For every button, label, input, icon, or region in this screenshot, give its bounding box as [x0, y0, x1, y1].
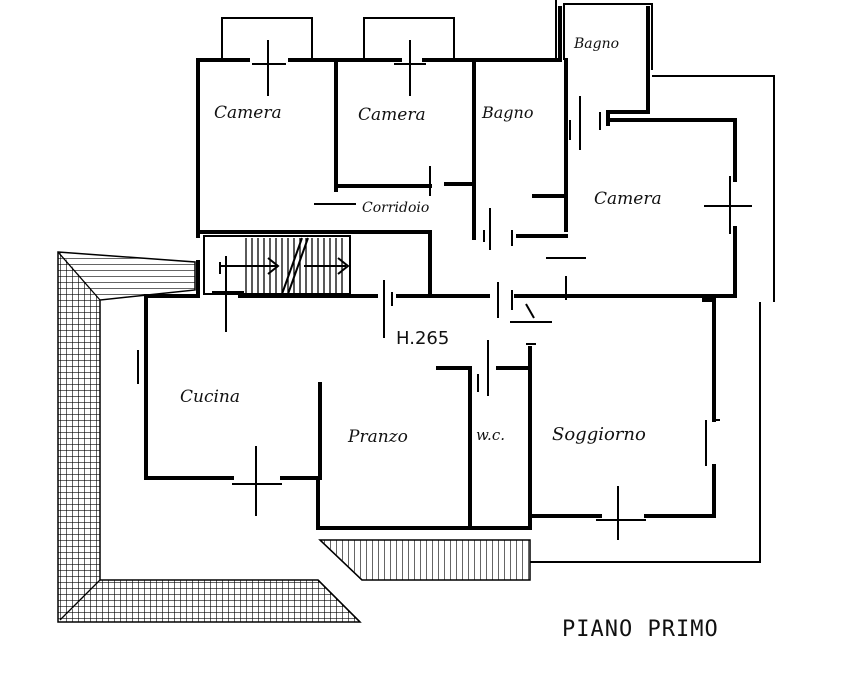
staircase — [219, 237, 350, 295]
room-label-camera-1: Camera — [214, 103, 282, 123]
room-label-camera-2: Camera — [358, 105, 426, 125]
room-label-cucina: Cucina — [180, 387, 240, 407]
room-label-soggiorno: Soggiorno — [552, 424, 646, 445]
room-label-corridoio: Corridoio — [362, 200, 429, 216]
floor-title: PIANO PRIMO — [562, 617, 719, 642]
room-label-bagno-1: Bagno — [481, 103, 533, 122]
room-label-bagno-2: Bagno — [573, 36, 619, 52]
room-label-pranzo: Pranzo — [347, 427, 408, 447]
walls — [144, 6, 737, 530]
roof-terrace-hatching — [57, 251, 531, 623]
balconies — [221, 0, 775, 563]
room-label-camera-3: Camera — [594, 189, 662, 209]
openings — [137, 40, 752, 540]
ceiling-height-label: H.265 — [396, 328, 449, 349]
room-label-wc: w.c. — [476, 426, 505, 444]
